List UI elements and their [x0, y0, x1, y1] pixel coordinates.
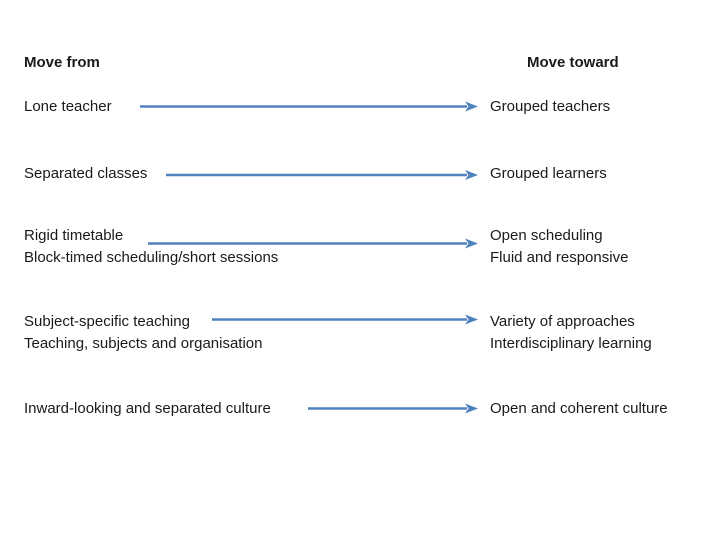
move-from-text: Block-timed scheduling/short sessions — [24, 249, 279, 266]
move-from-item-5: Inward-looking and separated culture — [24, 398, 271, 420]
move-from-item-2: Separated classes — [24, 163, 147, 185]
move-toward-item-4: Variety of approaches Interdisciplinary … — [490, 311, 652, 355]
move-from-text: Lone teacher — [24, 98, 112, 115]
move-from-text: Subject-specific teaching — [24, 313, 190, 330]
right-arrow-icon — [140, 101, 478, 112]
move-from-item-1: Lone teacher — [24, 96, 112, 118]
move-toward-text: Grouped learners — [490, 165, 607, 182]
move-toward-item-3: Open scheduling Fluid and responsive — [490, 225, 628, 269]
column-header-move-toward: Move toward — [527, 54, 619, 71]
arrow-head — [465, 314, 478, 325]
move-toward-item-1: Grouped teachers — [490, 96, 610, 118]
move-toward-text: Fluid and responsive — [490, 249, 629, 266]
move-toward-text: Grouped teachers — [490, 98, 611, 115]
move-toward-text: Open scheduling — [490, 227, 603, 244]
move-from-item-3: Rigid timetable Block-timed scheduling/s… — [24, 225, 278, 269]
right-arrow-icon — [166, 170, 478, 180]
move-from-text: Separated classes — [24, 165, 148, 182]
move-from-text: Rigid timetable — [24, 227, 124, 244]
move-toward-item-5: Open and coherent culture — [490, 398, 668, 420]
arrow-head — [465, 403, 478, 414]
move-toward-text: Variety of approaches — [490, 313, 635, 330]
arrow-head — [465, 101, 478, 112]
arrow-head — [465, 170, 478, 180]
move-toward-item-2: Grouped learners — [490, 163, 607, 185]
move-from-text: Teaching, subjects and organisation — [24, 335, 263, 352]
arrow-head — [465, 238, 478, 249]
column-header-move-from: Move from — [24, 54, 100, 71]
move-from-item-4: Subject-specific teaching Teaching, subj… — [24, 311, 263, 355]
right-arrow-icon — [308, 403, 478, 414]
move-from-text: Inward-looking and separated culture — [24, 400, 271, 417]
move-toward-text: Open and coherent culture — [490, 400, 668, 417]
move-toward-text: Interdisciplinary learning — [490, 335, 652, 352]
